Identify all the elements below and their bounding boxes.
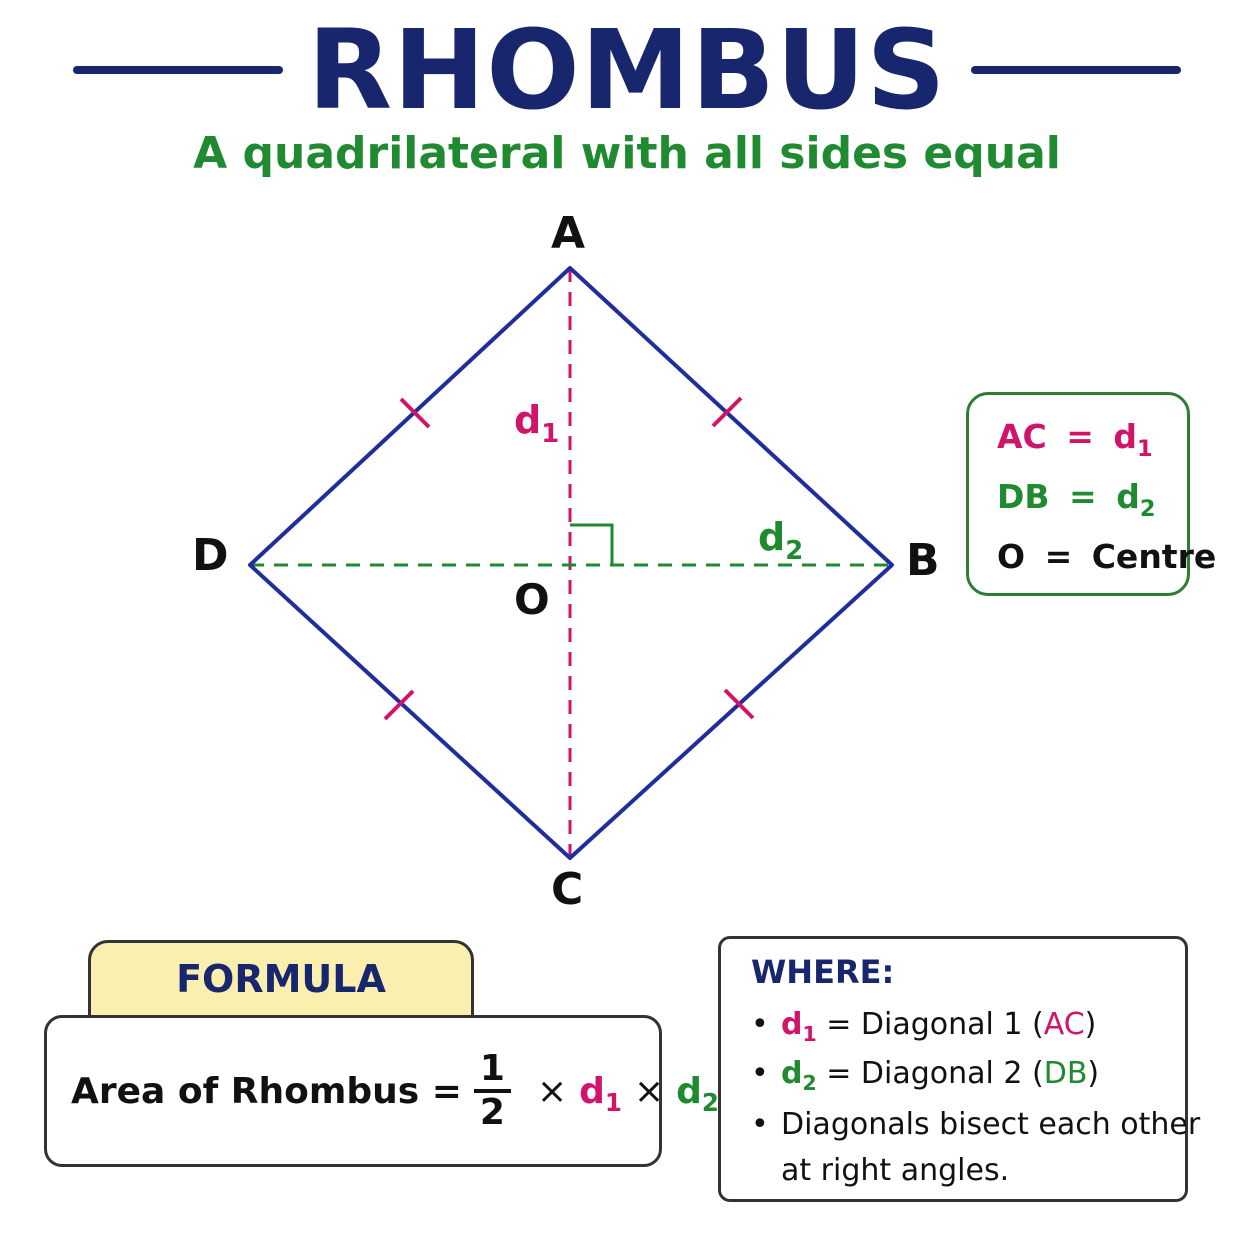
vertex-label-d: D (192, 530, 229, 581)
page-subtitle: A quadrilateral with all sides equal (193, 128, 1061, 179)
d1-sub: 1 (541, 419, 560, 450)
bullet: • (751, 1107, 769, 1142)
formula-d1: d1 (579, 1070, 622, 1118)
formula-lhs: Area of Rhombus = (71, 1070, 462, 1112)
right-angle-marker (570, 523, 614, 565)
legend-db-lhs: DB (997, 477, 1050, 516)
formula-d1-sub: 1 (604, 1088, 622, 1118)
where-item-d1: • d1 = Diagonal 1 (AC) (751, 1007, 1097, 1046)
fraction-half: 1 2 (473, 1049, 511, 1133)
where-d1-text: = Diagonal 1 ( (816, 1007, 1044, 1042)
where-d2-text: = Diagonal 2 ( (816, 1056, 1044, 1091)
formula-tab-label: FORMULA (176, 957, 386, 1001)
formula-tab: FORMULA (88, 940, 474, 1020)
d2-sub: 2 (785, 536, 804, 567)
where-d1-sub: 1 (802, 1022, 817, 1047)
times-sign-1: × (536, 1070, 568, 1112)
where-bisect-line2: at right angles. (781, 1153, 1010, 1188)
legend-o-rhs: Centre (1091, 537, 1217, 576)
equal-side-tick-ab (711, 396, 743, 428)
rhombus-shape (248, 266, 894, 860)
legend-ac-eq: = (1066, 417, 1094, 456)
where-d2-ref: DB (1043, 1056, 1088, 1091)
where-box: WHERE: •d1 = Diagonal 1 (AC) •d2 = Diago… (718, 936, 1200, 1202)
where-d2-close: ) (1087, 1056, 1100, 1091)
vertex-label-b: B (906, 535, 940, 586)
where-title: WHERE: (751, 953, 895, 991)
formula-d2-sub: 2 (701, 1088, 719, 1118)
where-d1-ref: AC (1043, 1007, 1085, 1042)
equal-side-tick-ad (399, 397, 431, 429)
legend-o-lhs: O (997, 537, 1026, 576)
formula-expression: Area of Rhombus = 1 2 × d1 × d2 (71, 1018, 719, 1164)
formula-d1-base: d (579, 1070, 605, 1112)
fraction-denominator: 2 (479, 1092, 505, 1133)
formula-d2: d2 (676, 1070, 719, 1118)
formula-d2-base: d (676, 1070, 702, 1112)
vertex-label-a: A (551, 208, 586, 259)
where-bisect-line1: Diagonals bisect each other (781, 1107, 1201, 1142)
legend-ac-rhs-sub: 1 (1137, 435, 1153, 462)
where-d2-sub: 2 (802, 1071, 817, 1096)
d2-base: d (758, 515, 786, 559)
where-d1-var: d1 (781, 1007, 817, 1046)
legend-row-ac: AC = d1 (997, 417, 1153, 462)
where-item-d2: • d2 = Diagonal 2 (DB) (751, 1056, 1100, 1095)
equal-side-tick-dc (383, 689, 415, 721)
where-item-bisect-cont: at right angles. (751, 1153, 1009, 1188)
vertex-label-c: C (551, 864, 584, 915)
page-title: RHOMBUS (307, 6, 947, 134)
legend-db-rhs-sub: 2 (1139, 495, 1156, 522)
formula-box: Area of Rhombus = 1 2 × d1 × d2 (44, 1015, 719, 1167)
times-sign-2: × (633, 1070, 665, 1112)
legend-row-o: O = Centre (997, 537, 1216, 576)
legend-box: AC = d1 DB = d2 O = Centre (966, 392, 1216, 596)
title-rule-left (73, 66, 284, 74)
legend-ac-lhs: AC (997, 417, 1047, 456)
legend-row-db: DB = d2 (997, 477, 1155, 522)
equal-side-tick-bc (723, 688, 755, 720)
legend-db-eq: = (1069, 477, 1097, 516)
where-d2-var: d2 (781, 1056, 817, 1095)
bullet: • (751, 1007, 769, 1042)
legend-o-eq: = (1044, 537, 1073, 576)
diagonal-label-d1: d1 (514, 398, 559, 449)
d1-base: d (514, 398, 542, 442)
title-bar: RHOMBUS (0, 10, 1254, 130)
where-d1-close: ) (1084, 1007, 1097, 1042)
center-label-o: O (514, 575, 550, 624)
diagonal-label-d2: d2 (758, 515, 803, 566)
title-rule-right (970, 66, 1181, 74)
legend-ac-rhs: d (1113, 417, 1138, 456)
legend-db-rhs: d (1116, 477, 1140, 516)
where-item-bisect: • Diagonals bisect each other (751, 1107, 1200, 1142)
bullet: • (751, 1056, 769, 1091)
where-d2-base: d (781, 1056, 803, 1091)
fraction-numerator: 1 (473, 1049, 511, 1093)
where-d1-base: d (781, 1007, 803, 1042)
